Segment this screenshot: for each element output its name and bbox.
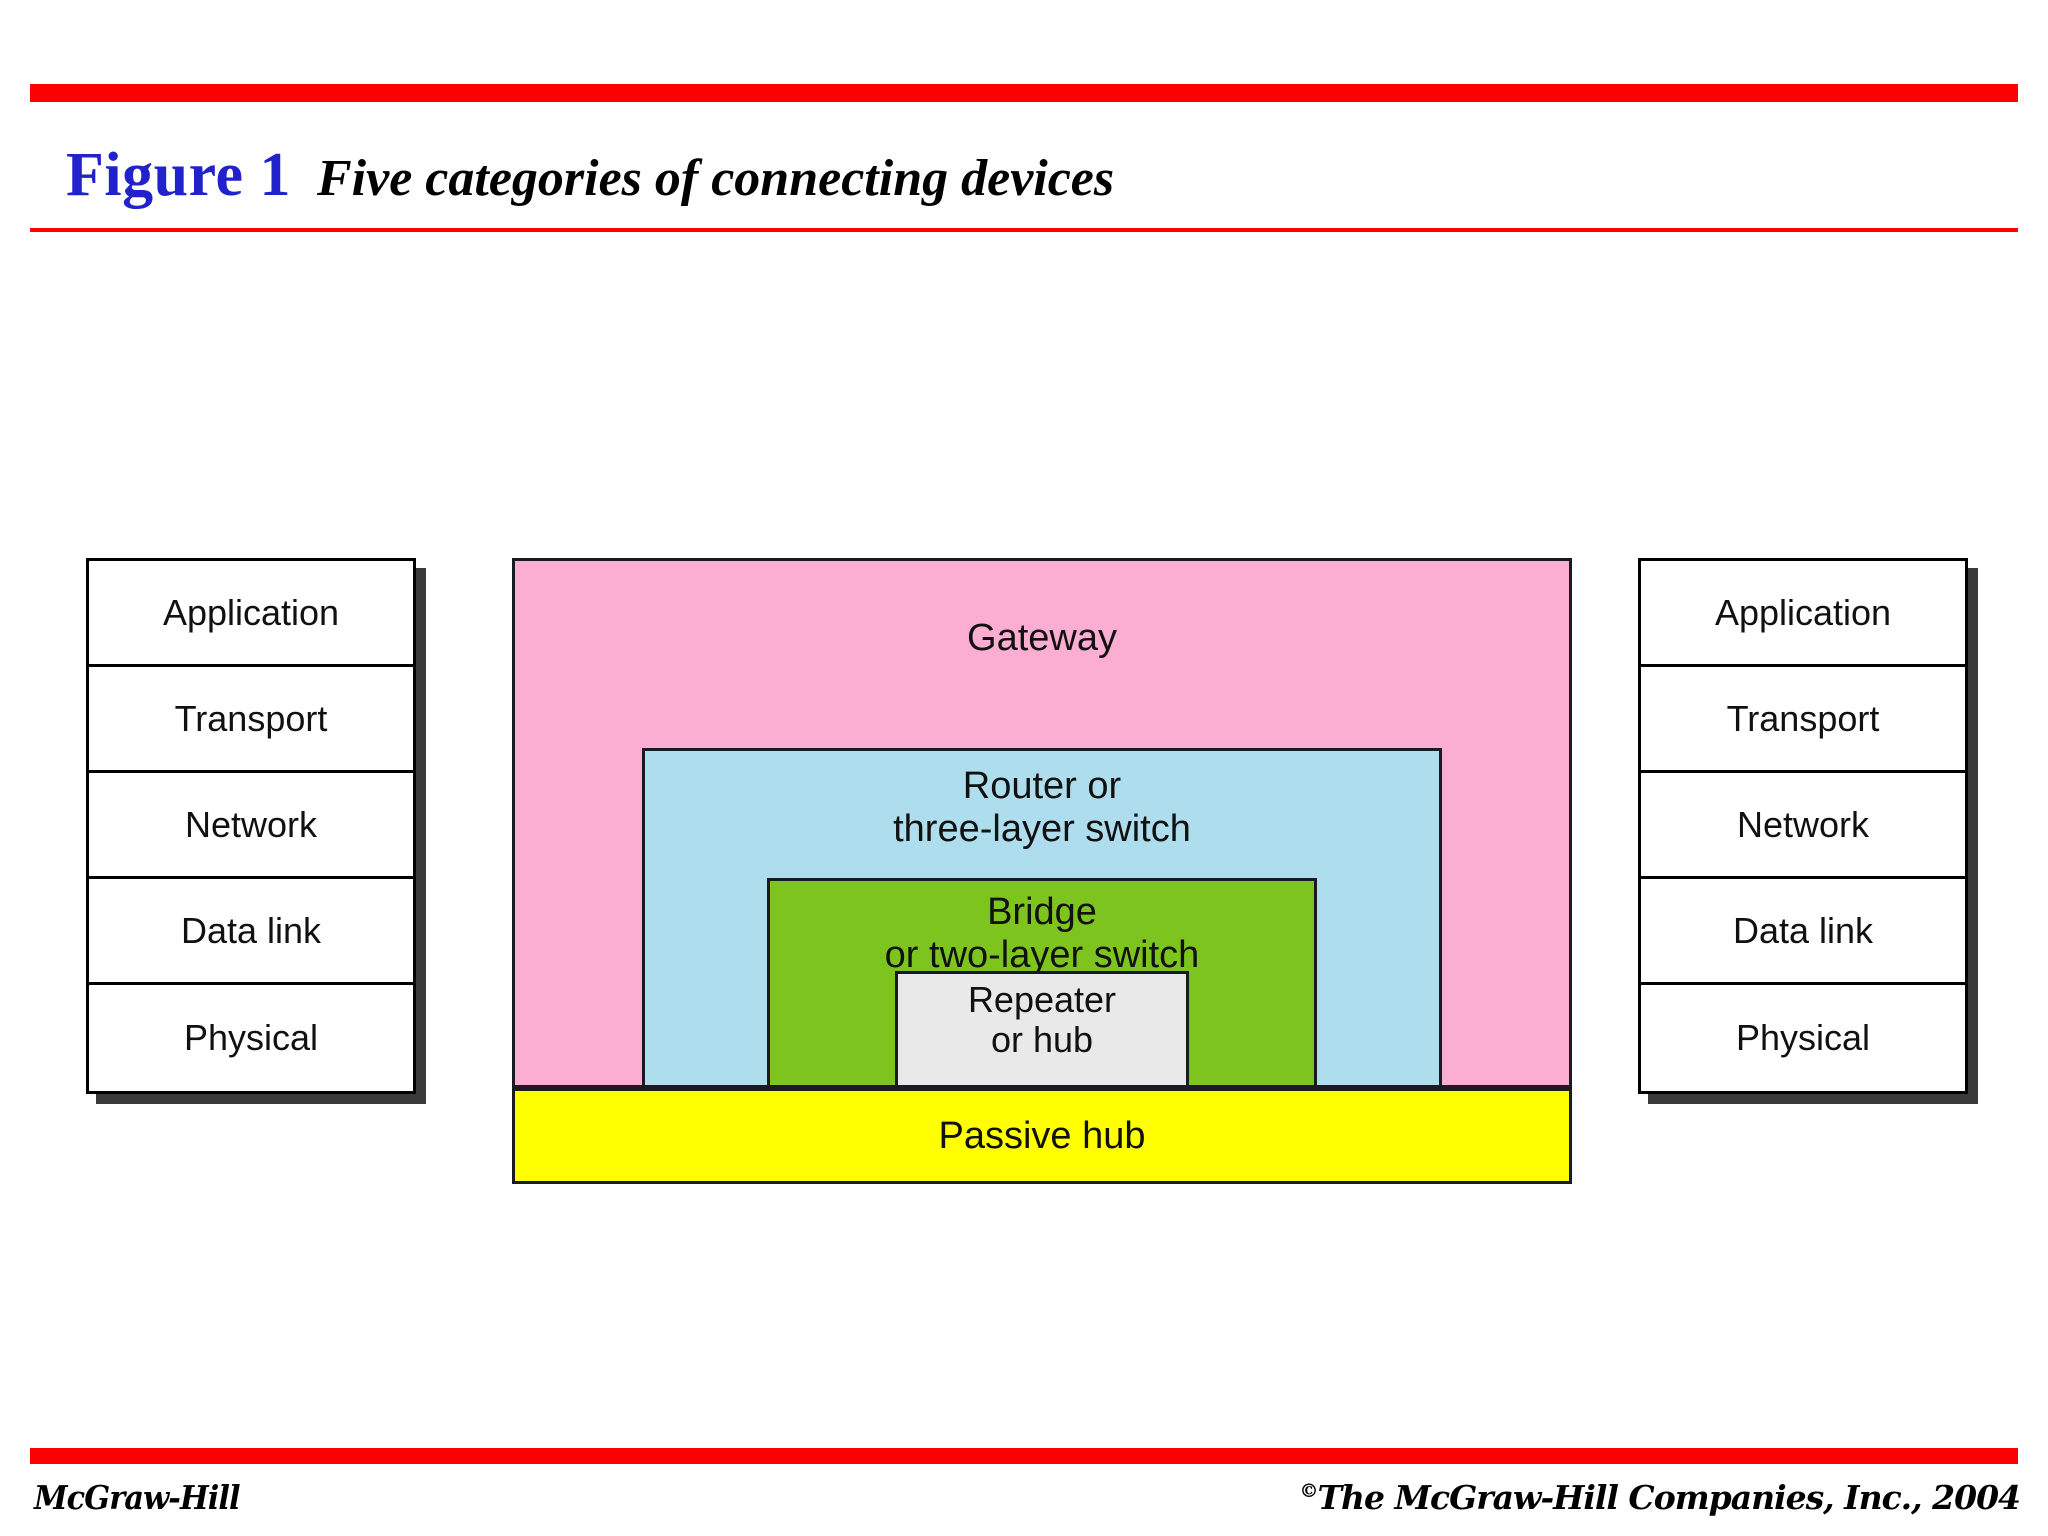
footer-copyright-text: The McGraw-Hill Companies, Inc., 2004 (1317, 1478, 2021, 1517)
layer-repeater-label: Repeater or hub (968, 974, 1116, 1085)
figure-number-label: Figure 1 (66, 141, 291, 209)
footer-publisher-logo: McGraw-Hill (34, 1478, 241, 1517)
left-stack-row-physical: Physical (89, 985, 413, 1091)
left-stack-row-data-link: Data link (89, 879, 413, 985)
page-title: Figure 1 Five categories of connecting d… (66, 140, 1114, 211)
right-stack-row-transport: Transport (1641, 667, 1965, 773)
right-stack-row-data-link: Data link (1641, 879, 1965, 985)
left-stack-row-network: Network (89, 773, 413, 879)
bottom-red-rule (30, 1448, 2018, 1464)
layer-bridge-label-line1: Bridge (987, 891, 1097, 933)
copyright-mark: © (1299, 1480, 1318, 1502)
top-red-rule (30, 84, 2018, 102)
layer-repeater: Repeater or hub (895, 971, 1189, 1088)
layer-gateway-label: Gateway (967, 617, 1117, 659)
connecting-devices-diagram: Gateway Router or three-layer switch Bri… (512, 558, 1572, 1198)
left-osi-stack: Application Transport Network Data link … (86, 558, 416, 1094)
figure-caption-label: Five categories of connecting devices (317, 150, 1115, 207)
right-stack-row-network: Network (1641, 773, 1965, 879)
layer-passive-hub: Passive hub (512, 1088, 1572, 1184)
layer-router-label-line1: Router or (962, 765, 1122, 807)
left-stack-row-application: Application (89, 561, 413, 667)
layer-repeater-label-line2: or hub (990, 1019, 1094, 1061)
layer-bridge-label-line2: or two-layer switch (884, 933, 1200, 976)
right-stack-row-application: Application (1641, 561, 1965, 667)
layer-repeater-label-line1: Repeater (967, 979, 1117, 1020)
layer-router-label-line2: three-layer switch (893, 807, 1191, 850)
title-underline-rule (30, 228, 2018, 232)
left-stack-row-transport: Transport (89, 667, 413, 773)
right-stack-row-physical: Physical (1641, 985, 1965, 1091)
footer-copyright: ©The McGraw-Hill Companies, Inc., 2004 (1299, 1478, 2021, 1517)
layer-passive-hub-label: Passive hub (938, 1114, 1146, 1157)
layer-bridge-label: Bridge or two-layer switch (885, 881, 1200, 1085)
right-osi-stack: Application Transport Network Data link … (1638, 558, 1968, 1094)
layer-router-label: Router or three-layer switch (893, 751, 1191, 1085)
